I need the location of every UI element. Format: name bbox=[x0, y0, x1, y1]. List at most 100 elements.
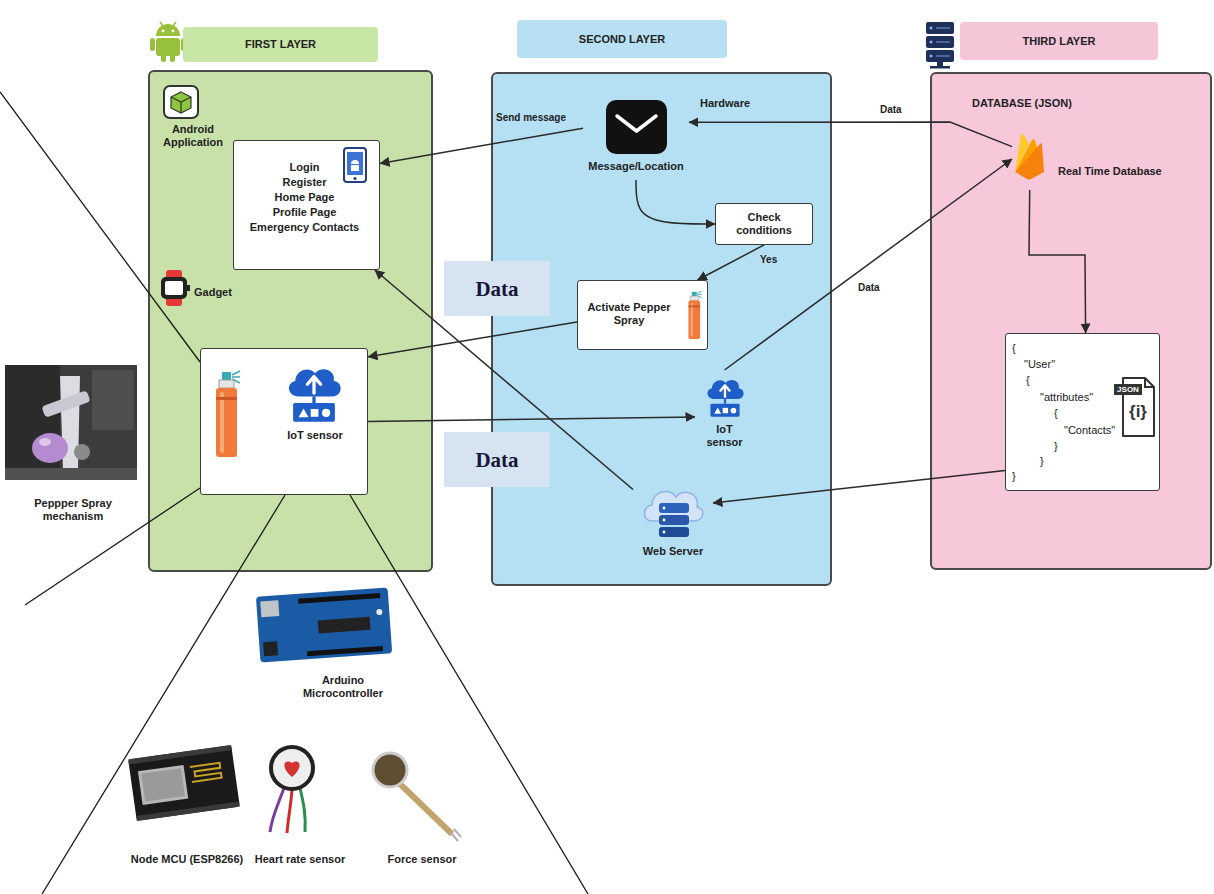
connector-arrow bbox=[698, 245, 764, 280]
heart-rate-sensor-picture bbox=[270, 747, 313, 833]
layer-header: FIRST LAYER bbox=[183, 27, 378, 62]
connector-arrow bbox=[368, 417, 695, 422]
node-text: } bbox=[1054, 440, 1058, 453]
text-slot: { bbox=[1054, 407, 1058, 420]
heart-rate-sensor-picture-part bbox=[284, 762, 299, 777]
action-box: Activate Pepper Spray bbox=[577, 280, 708, 350]
edge-label: Yes bbox=[760, 254, 777, 266]
node-text: { bbox=[1026, 374, 1030, 387]
cloud-icon-part bbox=[723, 399, 725, 404]
spray-icon-part bbox=[219, 380, 234, 388]
server-icon-part bbox=[930, 55, 933, 58]
text-slot: "attributes" bbox=[1040, 391, 1093, 404]
node-text: Check conditions bbox=[724, 211, 804, 237]
spray-icon-part bbox=[216, 388, 237, 457]
panel-ground bbox=[931, 73, 1211, 569]
text-slot: Hardware bbox=[700, 97, 790, 110]
spray-icon bbox=[211, 369, 241, 459]
android-studio-icon-part bbox=[171, 92, 191, 113]
spray-icon-part bbox=[692, 292, 697, 296]
connector-arrow bbox=[380, 128, 583, 163]
json-box: {"User"{"attributes"{"Contacts"}}}JSON{i… bbox=[1005, 333, 1160, 491]
connector-arrow bbox=[1029, 190, 1086, 333]
force-sensor-picture-part bbox=[373, 753, 407, 787]
nodemcu-board-picture-part bbox=[190, 763, 222, 782]
spray-icon-part bbox=[216, 397, 237, 400]
android-icon-part bbox=[162, 30, 165, 33]
gadget-box: IoT sensor bbox=[200, 348, 368, 495]
pepper-spray-photo-part bbox=[39, 438, 51, 446]
node-text: IoT sensor bbox=[273, 429, 357, 442]
text-slot: { bbox=[1012, 342, 1016, 355]
spray-icon bbox=[684, 290, 704, 340]
text-slot: { bbox=[1026, 374, 1030, 387]
smartwatch-icon-part bbox=[165, 281, 183, 295]
server-icon-part bbox=[930, 27, 933, 30]
cloud-icon-part bbox=[722, 408, 727, 413]
android-icon-part bbox=[160, 22, 176, 26]
node-text: Gadget bbox=[194, 286, 264, 299]
server-icon-part bbox=[936, 28, 950, 56]
cloud-icon-part bbox=[307, 377, 320, 394]
android-icon-part bbox=[172, 30, 175, 33]
text-slot: Data bbox=[858, 282, 880, 294]
force-sensor-picture bbox=[373, 753, 461, 841]
server-icon-part bbox=[659, 515, 689, 525]
cloud-icon-part bbox=[730, 408, 736, 414]
text-slot: Login bbox=[234, 161, 375, 174]
node-text: SECOND LAYER bbox=[579, 33, 665, 46]
text-slot: Node MCU (ESP8266) bbox=[122, 853, 252, 866]
server-icon-part bbox=[937, 62, 943, 66]
arduino-board-picture-part bbox=[298, 593, 380, 604]
picture-caption: Heart rate sensor bbox=[248, 853, 352, 866]
node-text: Data bbox=[475, 448, 518, 472]
file-type-tag: JSON bbox=[1114, 384, 1142, 395]
heart-rate-sensor-picture-part bbox=[287, 789, 292, 833]
envelope-icon-part bbox=[606, 100, 667, 154]
phone-icon-part bbox=[347, 152, 363, 175]
envelope-icon bbox=[604, 98, 669, 156]
leader-lines-part bbox=[350, 495, 588, 894]
text-slot: {i} bbox=[1121, 402, 1155, 422]
server-icon-part bbox=[663, 531, 666, 534]
server-icon-part bbox=[659, 527, 689, 537]
picture-caption: Node MCU (ESP8266) bbox=[122, 853, 252, 866]
data-box: Data bbox=[444, 261, 550, 316]
android-icon-part bbox=[156, 24, 180, 36]
arduino-board-picture-part bbox=[318, 617, 371, 634]
node-text: FIRST LAYER bbox=[245, 38, 316, 51]
node-text: "User" bbox=[1024, 358, 1055, 371]
spray-icon-part bbox=[690, 296, 698, 300]
leader-lines bbox=[0, 92, 588, 894]
text-slot: Arduino Microcontroller bbox=[295, 674, 391, 700]
node-text: Home Page bbox=[234, 191, 375, 204]
spray-icon-part bbox=[220, 392, 224, 453]
pepper-spray-photo-part bbox=[32, 433, 68, 463]
force-sensor-picture-part bbox=[450, 829, 461, 841]
node-text: Hardware bbox=[700, 97, 790, 110]
node-text: IoT sensor bbox=[699, 423, 751, 449]
smartwatch-icon bbox=[161, 270, 190, 306]
text-slot: DATABASE (JSON) bbox=[972, 97, 1112, 110]
firebase-icon bbox=[1012, 130, 1046, 180]
node-text: Login bbox=[234, 161, 375, 174]
node-text: Register bbox=[234, 176, 375, 189]
cloud-icon bbox=[702, 373, 748, 419]
arduino-board-picture-part bbox=[263, 641, 278, 656]
edge-label: Data bbox=[858, 282, 880, 294]
json-symbol: {i} bbox=[1121, 402, 1155, 422]
node-text: Real Time Database bbox=[1058, 165, 1184, 178]
nodemcu-board-picture-part bbox=[138, 765, 188, 805]
text-slot: Real Time Database bbox=[1058, 165, 1184, 178]
heart-rate-sensor-picture-part bbox=[271, 747, 313, 789]
node-text: { bbox=[1054, 407, 1058, 420]
cloud-icon-part bbox=[322, 409, 330, 417]
cloud-icon-part bbox=[311, 409, 319, 417]
cloud-icon-part bbox=[714, 408, 721, 414]
android-icon-part bbox=[156, 38, 180, 56]
pepper-spray-photo bbox=[5, 365, 137, 480]
cloud-icon-part bbox=[299, 409, 309, 418]
cloud-icon-part bbox=[707, 380, 743, 399]
connector-arrow bbox=[713, 470, 1005, 503]
